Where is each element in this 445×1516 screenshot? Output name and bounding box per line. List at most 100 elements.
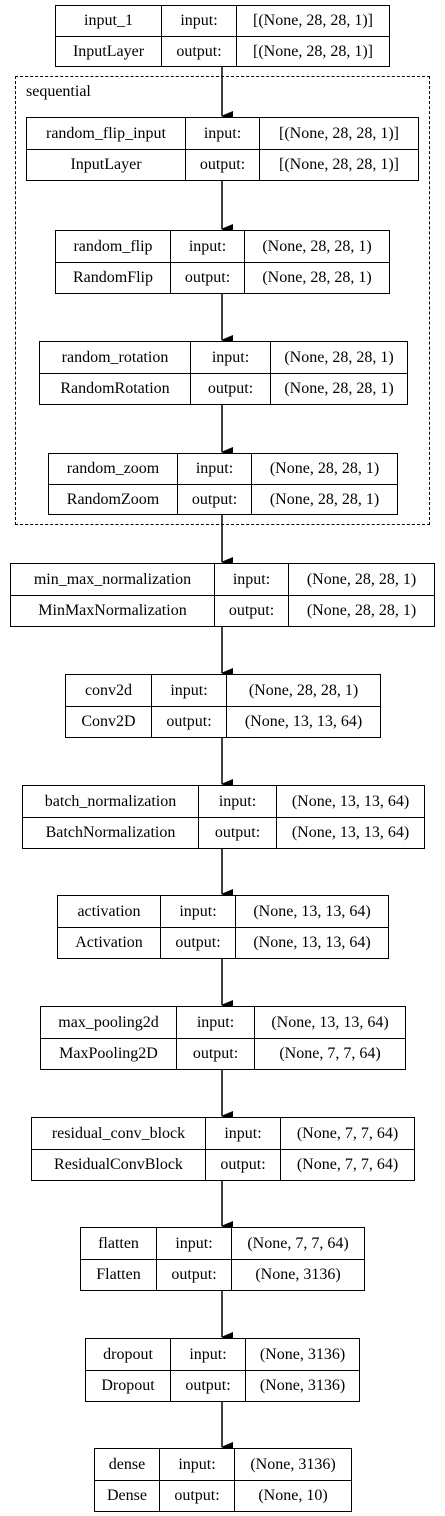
layer-name: random_flip_input [46, 124, 166, 142]
input-shape: (None, 28, 28, 1) [226, 675, 380, 706]
layer-type: MinMaxNormalization [11, 595, 214, 626]
layer-node-min-max-normalization: min_max_normalization input:(None, 28, 28… [10, 563, 435, 627]
input-shape: [(None, 28, 28, 1)] [236, 6, 389, 36]
layer-type: InputLayer [27, 149, 185, 180]
layer-name: random_rotation [61, 348, 169, 366]
output-label: output: [159, 1480, 234, 1511]
layer-name: max_pooling2d [58, 1013, 159, 1031]
input-label: input: [205, 1118, 280, 1149]
layer-type: Dense [95, 1480, 159, 1511]
layer-type: MaxPooling2D [41, 1038, 176, 1069]
input-shape: (None, 13, 13, 64) [254, 1007, 405, 1038]
output-label: output: [190, 373, 270, 404]
input-shape: (None, 28, 28, 1) [244, 231, 389, 262]
output-label: output: [170, 1370, 245, 1401]
output-label: output: [185, 149, 259, 180]
layer-type: RandomFlip [56, 262, 170, 293]
layer-node-activation: activation input:(None, 13, 13, 64) Activa… [57, 895, 389, 959]
output-shape: (None, 28, 28, 1) [251, 484, 397, 514]
output-shape: (None, 28, 28, 1) [244, 262, 389, 293]
layer-name: dropout [103, 1345, 153, 1363]
layer-type: BatchNormalization [23, 817, 198, 848]
layer-node-max-pooling2d: max_pooling2d input:(None, 13, 13, 64) Max… [40, 1006, 406, 1070]
layer-type: ResidualConvBlock [32, 1149, 205, 1180]
input-shape: (None, 28, 28, 1) [270, 342, 407, 373]
output-label: output: [161, 36, 236, 66]
sequential-group-label: sequential [26, 83, 91, 100]
output-label: output: [160, 927, 235, 958]
input-shape: (None, 7, 7, 64) [231, 1228, 364, 1259]
layer-type: RandomRotation [40, 373, 190, 404]
input-label: input: [161, 6, 236, 36]
layer-name: input_1 [84, 12, 133, 29]
output-shape: (None, 7, 7, 64) [280, 1149, 414, 1180]
output-label: output: [156, 1259, 231, 1290]
input-shape: [(None, 28, 28, 1)] [259, 118, 418, 149]
input-label: input: [170, 231, 244, 262]
sequential-group: sequential [15, 76, 430, 525]
output-shape: [(None, 28, 28, 1)] [236, 36, 389, 66]
input-label: input: [159, 1449, 234, 1480]
layer-type: Activation [58, 927, 160, 958]
layer-type: Conv2D [66, 706, 151, 737]
layer-type: RandomZoom [49, 484, 177, 514]
layer-node-residual-conv-block: residual_conv_block input:(None, 7, 7, 64… [31, 1117, 415, 1181]
layer-name: activation [77, 902, 141, 920]
output-shape: (None, 3136) [245, 1370, 359, 1401]
layer-name: batch_normalization [44, 792, 177, 810]
output-shape: (None, 13, 13, 64) [226, 706, 380, 737]
output-label: output: [151, 706, 226, 737]
input-label: input: [190, 342, 270, 373]
output-label: output: [198, 817, 276, 848]
input-label: input: [156, 1228, 231, 1259]
input-shape: (None, 28, 28, 1) [288, 564, 434, 595]
input-label: input: [214, 564, 288, 595]
layer-type: Dropout [86, 1370, 170, 1401]
layer-name: random_flip [73, 237, 153, 255]
output-shape: (None, 13, 13, 64) [276, 817, 424, 848]
layer-type: Flatten [81, 1259, 156, 1290]
input-label: input: [177, 454, 251, 484]
output-shape: (None, 13, 13, 64) [235, 927, 388, 958]
layer-name: flatten [98, 1234, 139, 1252]
input-shape: (None, 13, 13, 64) [276, 786, 424, 817]
input-shape: (None, 3136) [234, 1449, 351, 1480]
input-label: input: [170, 1339, 245, 1370]
input-label: input: [185, 118, 259, 149]
output-shape: (None, 10) [234, 1480, 351, 1511]
output-label: output: [214, 595, 288, 626]
output-label: output: [177, 484, 251, 514]
output-shape: (None, 3136) [231, 1259, 364, 1290]
output-label: output: [170, 262, 244, 293]
output-shape: (None, 7, 7, 64) [254, 1038, 405, 1069]
input-shape: (None, 3136) [245, 1339, 359, 1370]
input-shape: (None, 7, 7, 64) [280, 1118, 414, 1149]
layer-name: conv2d [84, 681, 133, 699]
input-shape: (None, 28, 28, 1) [251, 454, 397, 484]
layer-type: InputLayer [56, 36, 161, 66]
output-shape: (None, 28, 28, 1) [288, 595, 434, 626]
output-shape: [(None, 28, 28, 1)] [259, 149, 418, 180]
layer-node-random-zoom: random_zoom input:(None, 28, 28, 1) Random… [48, 453, 398, 515]
layer-name: dense [108, 1455, 146, 1473]
layer-name: residual_conv_block [51, 1124, 186, 1142]
layer-name: min_max_normalization [33, 570, 192, 588]
output-shape: (None, 28, 28, 1) [270, 373, 407, 404]
input-label: input: [160, 896, 235, 927]
input-shape: (None, 13, 13, 64) [235, 896, 388, 927]
input-label: input: [151, 675, 226, 706]
output-label: output: [176, 1038, 254, 1069]
layer-node-random-flip-input: random_flip_input input:[(None, 28, 28, 1… [26, 117, 419, 181]
layer-node-input-1: input_1 input:[(None, 28, 28, 1)] InputLay… [55, 5, 390, 67]
input-label: input: [198, 786, 276, 817]
layer-node-random-flip: random_flip input:(None, 28, 28, 1) Random… [55, 230, 390, 294]
layer-node-random-rotation: random_rotation input:(None, 28, 28, 1) Ra… [39, 341, 408, 405]
layer-name: random_zoom [66, 460, 160, 477]
output-label: output: [205, 1149, 280, 1180]
input-label: input: [176, 1007, 254, 1038]
